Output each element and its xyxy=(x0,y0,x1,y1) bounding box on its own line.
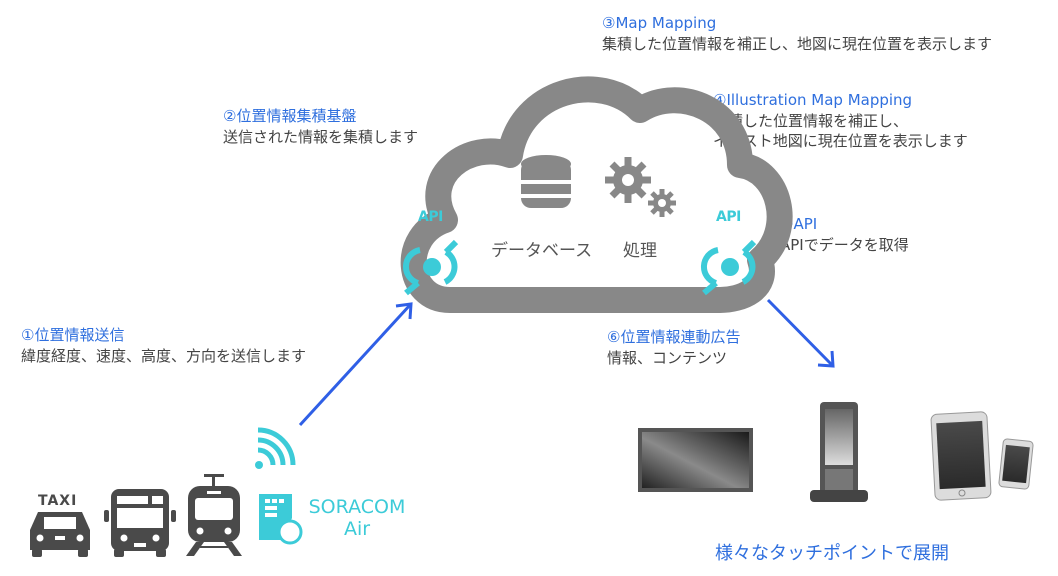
step3-title: ③Map Mapping xyxy=(602,14,717,32)
database-label: データベース xyxy=(491,241,593,261)
api-left-label: API xyxy=(418,209,443,225)
step2-desc: 送信された情報を集積します xyxy=(223,128,419,146)
gears-icon xyxy=(605,157,676,217)
step2-title: ②位置情報集積基盤 xyxy=(223,107,357,125)
digital-signage-kiosk-icon xyxy=(810,402,868,502)
taxi-icon xyxy=(30,512,90,557)
step6-desc: 情報、コンテンツ xyxy=(607,349,728,367)
step1-desc: 緯度経度、速度、高度、方向を送信します xyxy=(21,347,307,365)
api-connector-right-icon xyxy=(700,239,757,296)
tablet-and-smartphone-icon xyxy=(930,411,1034,501)
soracom-logo: SORACOM Air xyxy=(302,496,412,540)
display-panel-icon xyxy=(638,428,753,492)
soracom-line1: SORACOM xyxy=(308,496,406,518)
database-icon xyxy=(521,155,571,208)
step5-desc: APIでデータを取得 xyxy=(780,236,909,254)
cloud-icon xyxy=(400,76,793,313)
step6-title: ⑥位置情報連動広告 xyxy=(607,328,741,346)
soracom-line2: Air xyxy=(343,518,371,540)
api-connector-left-icon xyxy=(402,239,459,296)
step4-desc-line1: 集積した位置情報を補正し、 xyxy=(713,112,909,130)
step4-desc-line2: イラスト地図に現在位置を表示します xyxy=(713,132,968,150)
processing-label: 処理 xyxy=(623,241,657,261)
train-icon xyxy=(186,474,242,556)
bus-icon xyxy=(104,489,176,557)
step4-title: ④Illustration Map Mapping xyxy=(713,91,913,109)
arrow-down-icon xyxy=(766,298,835,368)
sim-card-icon xyxy=(259,494,303,545)
touchpoints-caption: 様々なタッチポイントで展開 xyxy=(715,543,949,564)
step1-title: ①位置情報送信 xyxy=(21,326,125,344)
arrow-up-icon xyxy=(298,302,413,427)
step3-desc: 集積した位置情報を補正し、地図に現在位置を表示します xyxy=(602,35,993,53)
wifi-signal-icon xyxy=(255,427,296,469)
taxi-sign: TAXI xyxy=(38,493,78,509)
api-right-label: API xyxy=(716,209,741,225)
